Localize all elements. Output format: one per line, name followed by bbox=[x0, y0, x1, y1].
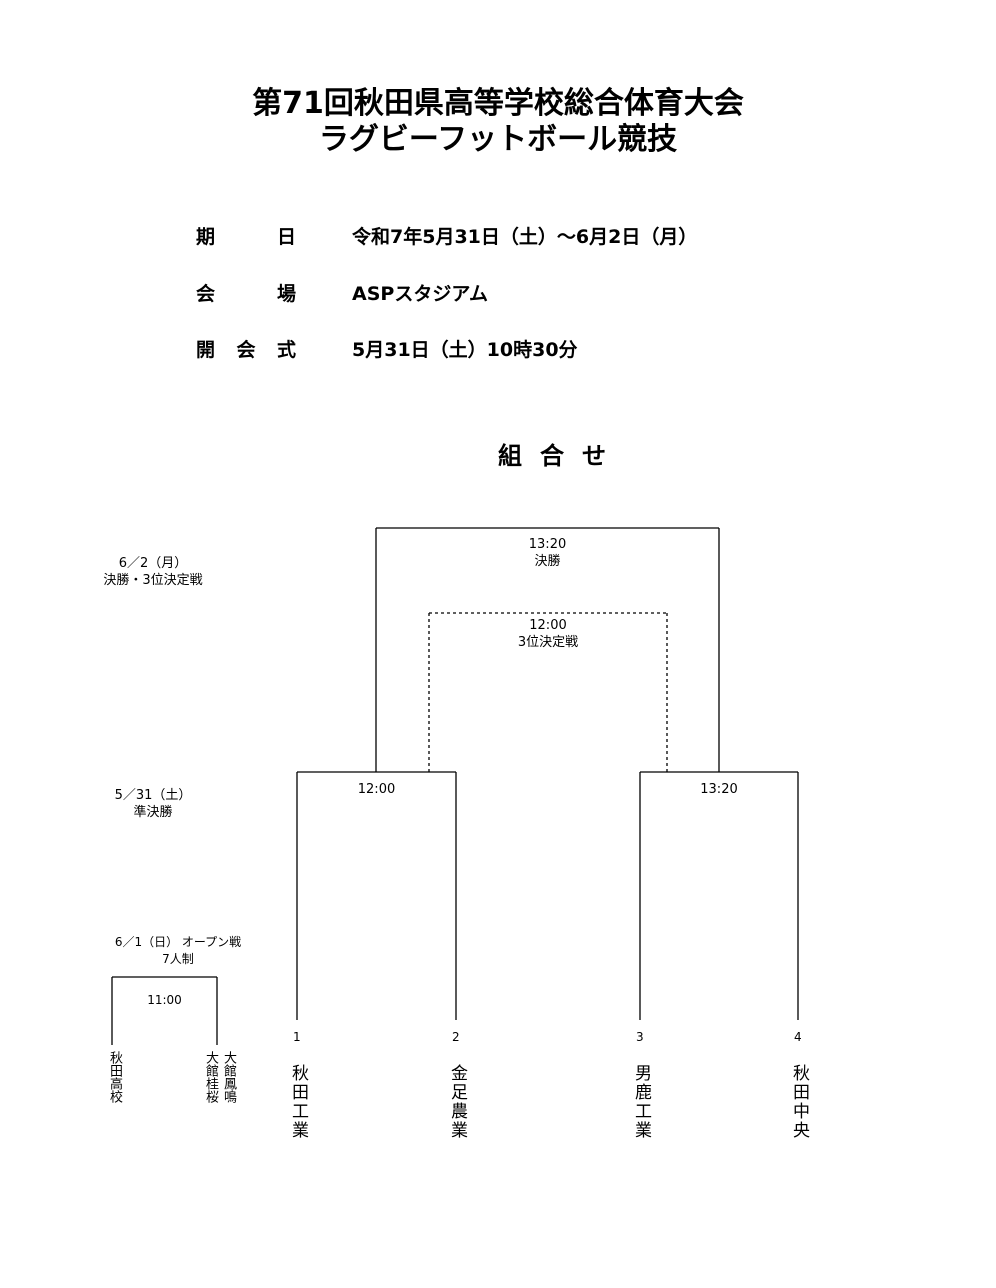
third-match-label: 12:00 3位決定戦 bbox=[517, 618, 579, 650]
team-num-1: 1 bbox=[293, 1030, 301, 1044]
open-team-right-b: 大館鳳鳴 bbox=[221, 1051, 236, 1103]
team-num-3: 3 bbox=[636, 1030, 644, 1044]
open-team-left: 秋田高校 bbox=[107, 1051, 122, 1103]
team-name-4: 秋田中央 bbox=[789, 1064, 809, 1140]
team-name-2: 金足農業 bbox=[447, 1064, 467, 1140]
venue-value: ASPスタジアム bbox=[352, 283, 488, 305]
team-num-4: 4 bbox=[794, 1030, 802, 1044]
team-name-3: 男鹿工業 bbox=[631, 1064, 651, 1140]
team-num-2: 2 bbox=[452, 1030, 460, 1044]
date-value: 令和7年5月31日（土）～6月2日（月） bbox=[352, 226, 698, 248]
final-match-label: 13:20 決勝 bbox=[528, 537, 567, 569]
title-line1: 第71回秋田県高等学校総合体育大会 bbox=[252, 86, 744, 121]
opening-label: 開会式 bbox=[196, 339, 296, 361]
semi1-time: 12:00 bbox=[357, 782, 396, 797]
semi-round-label: 5／31（土） 準決勝 bbox=[114, 788, 192, 820]
open-team-right-a: 大館桂桜 bbox=[203, 1051, 218, 1103]
team-name-1: 秋田工業 bbox=[288, 1064, 308, 1140]
title-line2: ラグビーフットボール競技 bbox=[318, 122, 678, 157]
bracket-heading: 組合せ bbox=[498, 442, 624, 470]
venue-label: 会場 bbox=[196, 283, 296, 305]
date-label: 期日 bbox=[196, 226, 296, 248]
open-time: 11:00 bbox=[147, 993, 182, 1007]
opening-value: 5月31日（土）10時30分 bbox=[352, 339, 578, 361]
semi2-time: 13:20 bbox=[700, 782, 738, 797]
open-round-label: 6／1（日） オープン戦 7人制 bbox=[114, 935, 242, 966]
final-round-label: 6／2（月） 決勝・3位決定戦 bbox=[103, 556, 203, 588]
